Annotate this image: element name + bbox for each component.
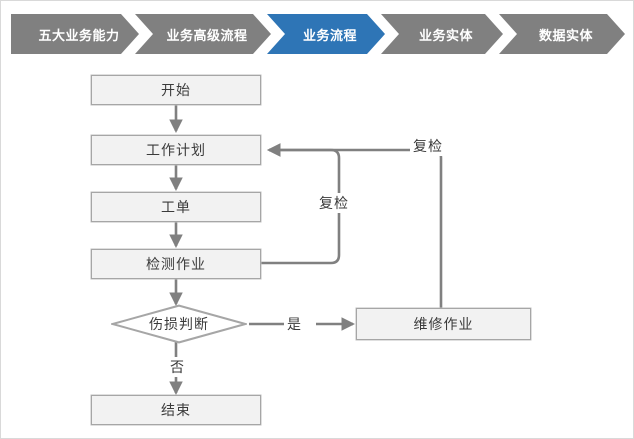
node-workplan-label: 工作计划	[146, 142, 206, 158]
breadcrumb-item-2-label: 业务高级流程	[166, 27, 248, 43]
edge-repair-to-workplan-recheck	[266, 143, 443, 308]
breadcrumb-item-1[interactable]: 五大业务能力	[11, 14, 139, 54]
breadcrumb-item-3-active[interactable]: 业务流程	[267, 14, 385, 54]
node-repair[interactable]: 维修作业	[356, 308, 531, 340]
edge-label-no: 否	[167, 357, 188, 377]
node-repair-label: 维修作业	[413, 316, 474, 332]
node-inspect[interactable]: 检测作业	[91, 249, 261, 279]
diamond-shape-icon	[111, 304, 247, 344]
breadcrumb-item-1-label: 五大业务能力	[38, 27, 120, 43]
edge-label-recheck-outer: 复检	[410, 136, 446, 156]
node-workplan[interactable]: 工作计划	[91, 135, 261, 165]
breadcrumb-item-4[interactable]: 业务实体	[381, 14, 503, 54]
breadcrumb-item-3-label: 业务流程	[302, 27, 357, 43]
breadcrumb-item-4-label: 业务实体	[418, 27, 473, 43]
node-end-label: 结束	[161, 402, 191, 418]
node-judge[interactable]: 伤损判断	[111, 304, 247, 344]
node-start[interactable]: 开始	[91, 75, 261, 105]
node-end[interactable]: 结束	[91, 395, 261, 425]
node-judge-label: 伤损判断	[149, 316, 209, 332]
node-workorder-label: 工单	[161, 199, 191, 215]
breadcrumb: 五大业务能力 业务高级流程 业务流程 业务实体 数据实体	[1, 14, 634, 54]
breadcrumb-item-2[interactable]: 业务高级流程	[135, 14, 271, 54]
node-start-label: 开始	[161, 82, 191, 98]
breadcrumb-item-5-label: 数据实体	[538, 27, 593, 43]
edge-label-recheck-inner: 复检	[316, 193, 352, 213]
edge-label-yes: 是	[284, 314, 305, 334]
node-inspect-label: 检测作业	[146, 256, 206, 272]
breadcrumb-item-5[interactable]: 数据实体	[499, 14, 625, 54]
node-workorder[interactable]: 工单	[91, 192, 261, 222]
